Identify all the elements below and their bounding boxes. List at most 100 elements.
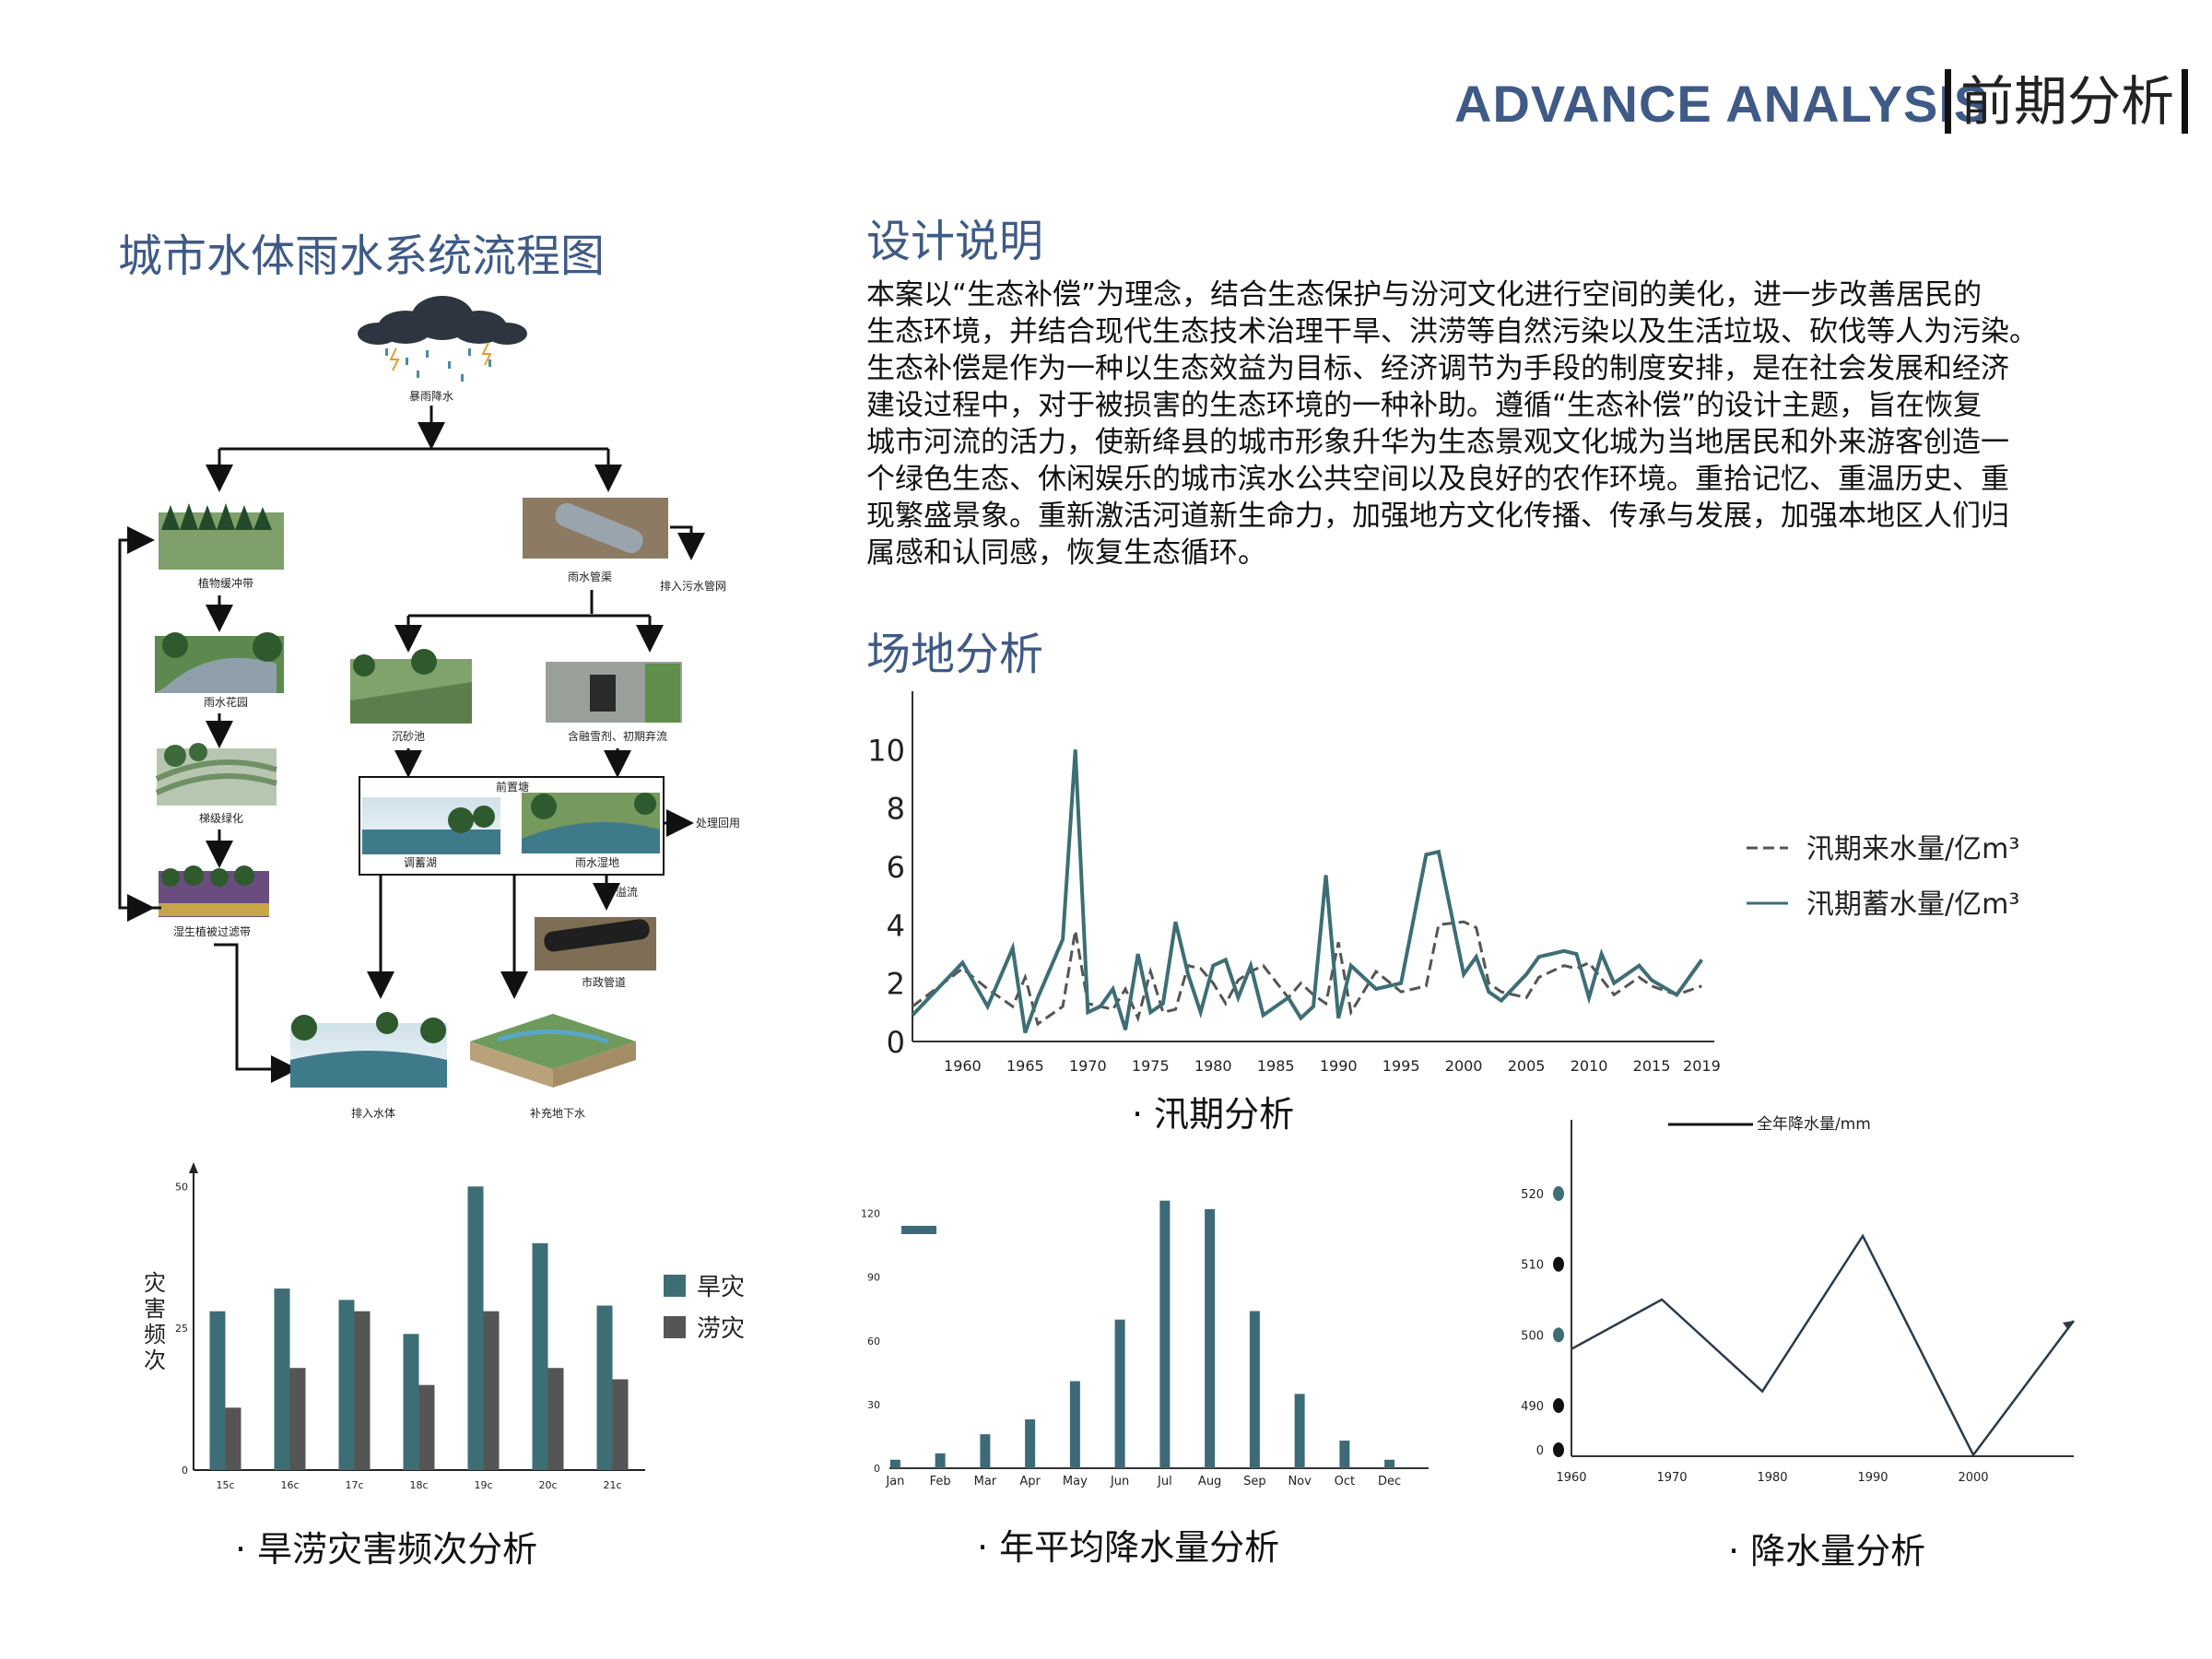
node-garden: 雨水花园 (204, 695, 248, 709)
caption-monthly: · 年平均降水量分析 (977, 1527, 1280, 1568)
garden-image (155, 632, 284, 693)
y-tick-label: 0 (182, 1465, 188, 1477)
sand-image (350, 649, 472, 724)
design-line: 属感和认同感，恢复生态循环。 (866, 536, 1266, 570)
pipe-image (523, 498, 668, 559)
y-tick-label: 500 (1521, 1329, 1544, 1343)
bar-drought (467, 1186, 484, 1470)
y-tick-label: 0 (1536, 1444, 1544, 1458)
legend-swatch (664, 1316, 686, 1338)
y-tick-label: 60 (867, 1335, 880, 1347)
node-reuse: 处理回用 (696, 817, 740, 830)
x-tick-label: 21c (603, 1479, 621, 1491)
node-sand: 沉砂池 (392, 730, 425, 743)
x-tick-label: 17c (345, 1479, 363, 1491)
y-axis-arrow (189, 1162, 198, 1173)
groundwater-image (470, 1014, 636, 1088)
x-tick-label: 2005 (1508, 1057, 1546, 1075)
series-line-2 (911, 749, 1704, 1034)
y-tick-drop-icon (1553, 1327, 1564, 1343)
y-tick-label: 30 (867, 1399, 880, 1411)
bar (1384, 1459, 1395, 1468)
series-arrow (2063, 1321, 2074, 1330)
x-tick-label: 1985 (1257, 1057, 1295, 1075)
caption-annual: · 降水量分析 (1728, 1531, 1926, 1571)
bar (980, 1434, 991, 1468)
bar-drought (209, 1311, 226, 1470)
bar (1205, 1208, 1216, 1468)
node-overflow: 溢流 (616, 886, 638, 899)
storage-image (362, 797, 500, 854)
bar-drought (338, 1300, 355, 1470)
legend-swatch (664, 1275, 686, 1297)
x-tick-label: 2000 (1958, 1471, 1988, 1485)
bar (1159, 1200, 1171, 1468)
design-line: 城市河流的活力，使新绛县的城市形象升华为生态景观文化城为当地居民和外来游客创造一 (866, 426, 2009, 459)
x-tick-label: Sep (1243, 1475, 1266, 1488)
y-tick-label: 0 (874, 1463, 880, 1475)
x-tick-label: 1960 (1556, 1471, 1586, 1485)
bar-drought (403, 1334, 419, 1470)
x-tick-label: Nov (1288, 1475, 1312, 1488)
node-buffer: 植物缓冲带 (198, 576, 253, 590)
municipal-image (535, 917, 656, 971)
node-wetland-filter: 湿生植被过滤带 (173, 924, 251, 938)
x-tick-label: 1980 (1194, 1057, 1232, 1075)
design-text: 本案以“生态补偿”为理念，结合生态保护与汾河文化进行空间的美化，进一步改善居民的… (866, 276, 2138, 571)
bar (1339, 1441, 1350, 1468)
node-pond-title: 前置塘 (496, 780, 529, 794)
wetland-filter-image (159, 865, 269, 917)
legend-label: 全年降水量/mm (1757, 1115, 1871, 1134)
design-line: 生态补偿是作为一种以生态效益为目标、经济调节为手段的制度安排，是在社会发展和经济 (866, 352, 2009, 385)
legend-swatch (901, 1226, 936, 1234)
flow-diagram: 暴雨降水 植物缓冲带 雨水花园 梯级绿化 湿生植被过滤带 (118, 296, 740, 1120)
x-tick-label: Jan (885, 1475, 904, 1488)
x-tick-label: Mar (974, 1475, 997, 1488)
legend-label: 汛期来水量/亿m³ (1806, 833, 2019, 865)
x-tick-label: Feb (930, 1475, 951, 1488)
x-tick-label: 1995 (1382, 1057, 1420, 1075)
bar (935, 1453, 946, 1468)
bar (1114, 1319, 1125, 1468)
y-tick-drop-icon (1553, 1398, 1564, 1413)
node-groundwater: 补充地下水 (530, 1106, 585, 1120)
node-pollutant: 含融雪剂、初期弃流 (568, 729, 667, 743)
wetland-image (522, 793, 660, 853)
x-tick-label: 1990 (1320, 1057, 1358, 1075)
bar-drought (274, 1288, 290, 1470)
y-tick-label: 50 (175, 1181, 188, 1193)
y-tick-drop-icon (1553, 1186, 1564, 1201)
node-wetland: 雨水湿地 (575, 855, 619, 869)
y-tick-label: 90 (867, 1272, 880, 1284)
y-tick-label: 120 (861, 1208, 880, 1220)
y-tick-drop-icon (1553, 1256, 1564, 1272)
bar-flood (418, 1384, 435, 1470)
series-line (1571, 1233, 2076, 1458)
legend-label: 汛期蓄水量/亿m³ (1806, 888, 2019, 921)
x-tick-label: 16c (280, 1479, 299, 1491)
y-axis-label-char: 害 (144, 1296, 166, 1322)
x-tick-label: 1990 (1857, 1471, 1888, 1485)
y-tick-label: 8 (887, 792, 905, 827)
bar (1249, 1311, 1260, 1468)
bar-flood (225, 1407, 241, 1470)
node-pipe: 雨水管渠 (568, 570, 612, 583)
x-tick-label: 15c (216, 1479, 234, 1491)
bar-flood (612, 1379, 629, 1470)
node-sewer: 排入污水管网 (660, 579, 726, 593)
x-tick-label: Jul (1157, 1475, 1172, 1488)
y-tick-label: 510 (1521, 1259, 1544, 1273)
bar (1025, 1419, 1036, 1468)
x-tick-label: 1975 (1132, 1057, 1170, 1075)
y-tick-label: 25 (175, 1323, 188, 1335)
design-line: 生态环境，并结合现代生态技术治理干旱、洪涝等自然污染以及生活垃圾、砍伐等人为污染… (866, 315, 2038, 348)
caption-flood: · 汛期分析 (1132, 1094, 1295, 1135)
flow-title: 城市水体雨水系统流程图 (118, 230, 606, 282)
y-tick-label: 10 (867, 733, 905, 768)
x-tick-label: May (1063, 1475, 1088, 1488)
y-tick-label: 4 (887, 908, 905, 943)
